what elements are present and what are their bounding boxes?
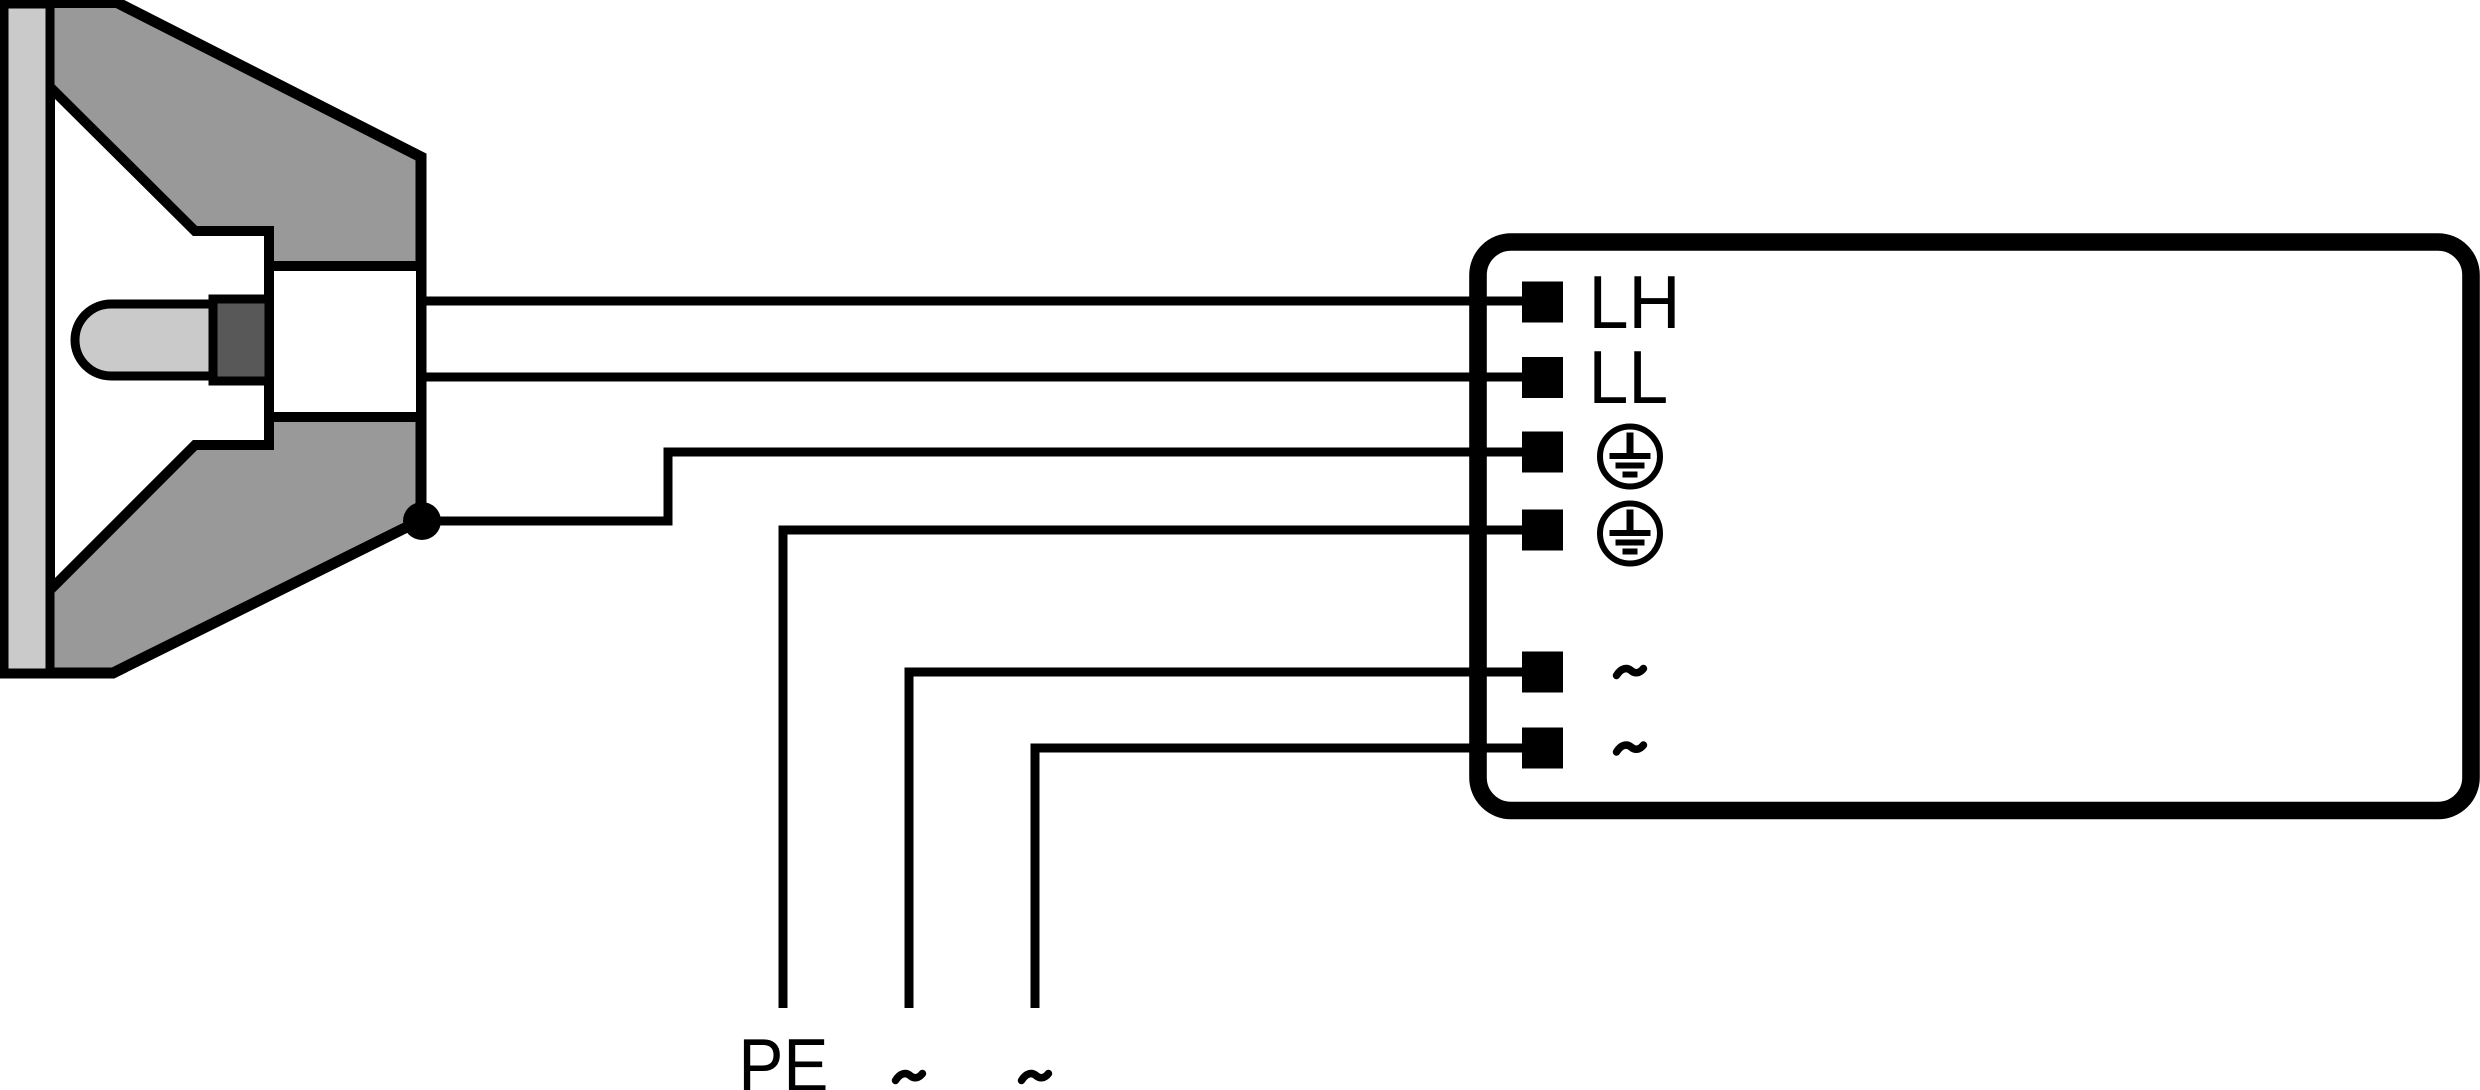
svg-text:LH: LH — [1589, 260, 1681, 345]
svg-text:LL: LL — [1589, 335, 1669, 419]
svg-text:PE: PE — [738, 1024, 828, 1090]
